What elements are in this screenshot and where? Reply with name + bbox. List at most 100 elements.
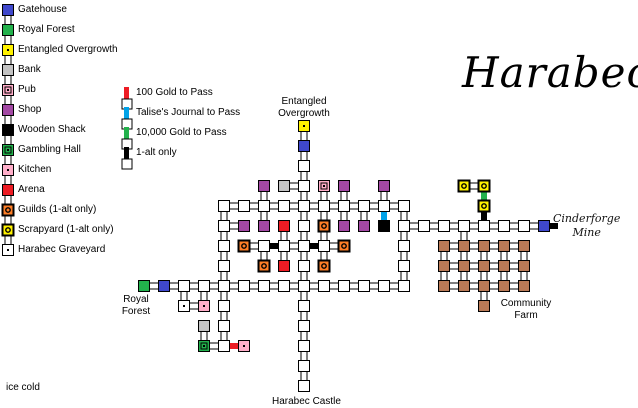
legend-swatch-guild bbox=[1, 203, 15, 217]
passage-bar bbox=[264, 243, 284, 249]
room-room bbox=[518, 220, 530, 232]
room-farm bbox=[518, 260, 530, 272]
room-room bbox=[498, 220, 510, 232]
label-line: Overgrowth bbox=[278, 108, 330, 119]
dot-icon bbox=[7, 149, 9, 151]
dot-icon bbox=[243, 345, 245, 347]
room-room bbox=[298, 200, 310, 212]
room-square bbox=[198, 320, 210, 332]
legend-label-gambling: Gambling Hall bbox=[18, 144, 81, 155]
room-square bbox=[358, 280, 370, 292]
room-square bbox=[358, 200, 370, 212]
room-bank bbox=[278, 180, 290, 192]
room-square bbox=[298, 360, 310, 372]
passage-blue bbox=[381, 206, 387, 226]
room-square bbox=[478, 220, 490, 232]
room-square bbox=[298, 280, 310, 292]
room-farm bbox=[458, 240, 470, 252]
ring-icon bbox=[481, 203, 487, 209]
room-square bbox=[138, 280, 150, 292]
room-gate bbox=[538, 220, 550, 232]
room-square bbox=[338, 240, 350, 252]
room-room bbox=[318, 200, 330, 212]
passage-black bbox=[264, 243, 284, 249]
dot-icon bbox=[203, 305, 205, 307]
legend-swatch-shop bbox=[2, 104, 14, 116]
dot-icon bbox=[303, 125, 305, 127]
room-farm bbox=[458, 260, 470, 272]
dot-icon bbox=[7, 249, 9, 251]
room-square bbox=[518, 220, 530, 232]
thick-border bbox=[1, 203, 15, 217]
room-square bbox=[218, 260, 230, 272]
legend-label-pub: Pub bbox=[18, 84, 36, 95]
passage-swatch bbox=[124, 147, 129, 159]
room-square bbox=[298, 300, 310, 312]
room-grave bbox=[178, 300, 190, 312]
legend-label-scrap: Scrapyard (1-alt only) bbox=[18, 224, 114, 235]
legend-label-shack: Wooden Shack bbox=[18, 124, 86, 135]
room-farm bbox=[478, 240, 490, 252]
room-room bbox=[218, 320, 230, 332]
room-square bbox=[338, 200, 350, 212]
room-square bbox=[278, 240, 290, 252]
room-square bbox=[158, 280, 170, 292]
legend-swatch-pub bbox=[2, 84, 14, 96]
room-farm bbox=[498, 240, 510, 252]
room-guild bbox=[257, 259, 271, 273]
passage-legend-label: 10,000 Gold to Pass bbox=[136, 127, 227, 138]
dot-icon bbox=[323, 185, 325, 187]
thick-border bbox=[337, 239, 351, 253]
room-square bbox=[218, 320, 230, 332]
label-community-farm: Community Farm bbox=[496, 298, 556, 322]
room-room bbox=[398, 260, 410, 272]
room-square bbox=[418, 220, 430, 232]
room-room bbox=[298, 220, 310, 232]
room-room bbox=[298, 380, 310, 392]
room-square bbox=[298, 220, 310, 232]
room-square bbox=[438, 240, 450, 252]
room-guild bbox=[337, 239, 351, 253]
room-room bbox=[478, 220, 490, 232]
label-cinderforge-mine: Cinderforge Mine bbox=[553, 212, 620, 240]
room-room bbox=[318, 240, 330, 252]
room-square bbox=[258, 200, 270, 212]
ring-icon bbox=[261, 263, 267, 269]
room-square bbox=[318, 240, 330, 252]
room-square bbox=[278, 280, 290, 292]
room-room bbox=[218, 260, 230, 272]
passage-swatch bbox=[124, 87, 129, 99]
room-square bbox=[518, 280, 530, 292]
room-square bbox=[458, 240, 470, 252]
room-square bbox=[518, 240, 530, 252]
legend-swatch-entangled bbox=[2, 44, 14, 56]
room-arena bbox=[278, 260, 290, 272]
label-line: Mine bbox=[572, 226, 601, 239]
room-farm bbox=[478, 280, 490, 292]
room-farm bbox=[498, 260, 510, 272]
room-square bbox=[338, 220, 350, 232]
room-farm bbox=[458, 280, 470, 292]
dot-icon bbox=[7, 89, 9, 91]
legend-label-kitchen: Kitchen bbox=[18, 164, 52, 175]
room-square bbox=[121, 158, 133, 170]
label-royal-forest: Royal Forest bbox=[118, 294, 154, 318]
room-square bbox=[478, 200, 490, 212]
room-guild bbox=[317, 259, 331, 273]
room-square bbox=[218, 340, 230, 352]
room-farm bbox=[438, 260, 450, 272]
room-square bbox=[258, 260, 270, 272]
inner-square-icon bbox=[200, 342, 208, 350]
room-room bbox=[298, 180, 310, 192]
legend-label-entangled: Entangled Overgrowth bbox=[18, 44, 118, 55]
room-room bbox=[338, 200, 350, 212]
passage-bar bbox=[224, 343, 244, 349]
room-room bbox=[218, 200, 230, 212]
dot-icon bbox=[7, 169, 9, 171]
room-pub bbox=[318, 180, 330, 192]
legend-label-grave: Harabec Graveyard bbox=[18, 244, 106, 255]
room-square bbox=[478, 280, 490, 292]
passage-bar bbox=[481, 186, 487, 206]
